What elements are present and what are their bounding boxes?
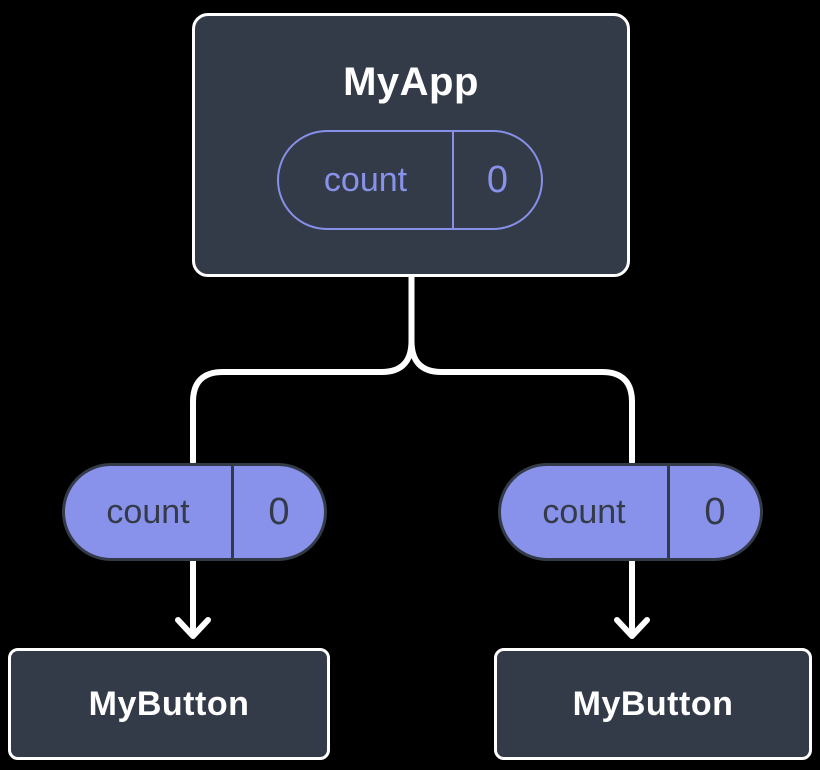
- arrow-down-icon: [175, 557, 211, 639]
- state-pill: count 0: [498, 463, 763, 561]
- state-value: 0: [486, 158, 509, 201]
- state-name: count: [279, 132, 454, 228]
- connector-branch-right: [408, 338, 635, 465]
- state-name: count: [65, 466, 234, 558]
- state-value: 0: [268, 490, 290, 533]
- arrow-down-icon: [614, 557, 650, 639]
- connector-branch-left: [190, 338, 415, 465]
- component-title: MyApp: [343, 60, 479, 104]
- state-pill: count 0: [62, 463, 327, 561]
- component-title: MyButton: [572, 684, 734, 723]
- state-pill: count 0: [277, 130, 543, 230]
- component-node-mybutton: MyButton: [494, 648, 812, 760]
- component-node-myapp: MyApp count 0: [192, 13, 630, 277]
- component-node-mybutton: MyButton: [8, 648, 330, 760]
- state-name: count: [501, 466, 670, 558]
- component-title: MyButton: [88, 684, 250, 723]
- state-value: 0: [704, 490, 726, 533]
